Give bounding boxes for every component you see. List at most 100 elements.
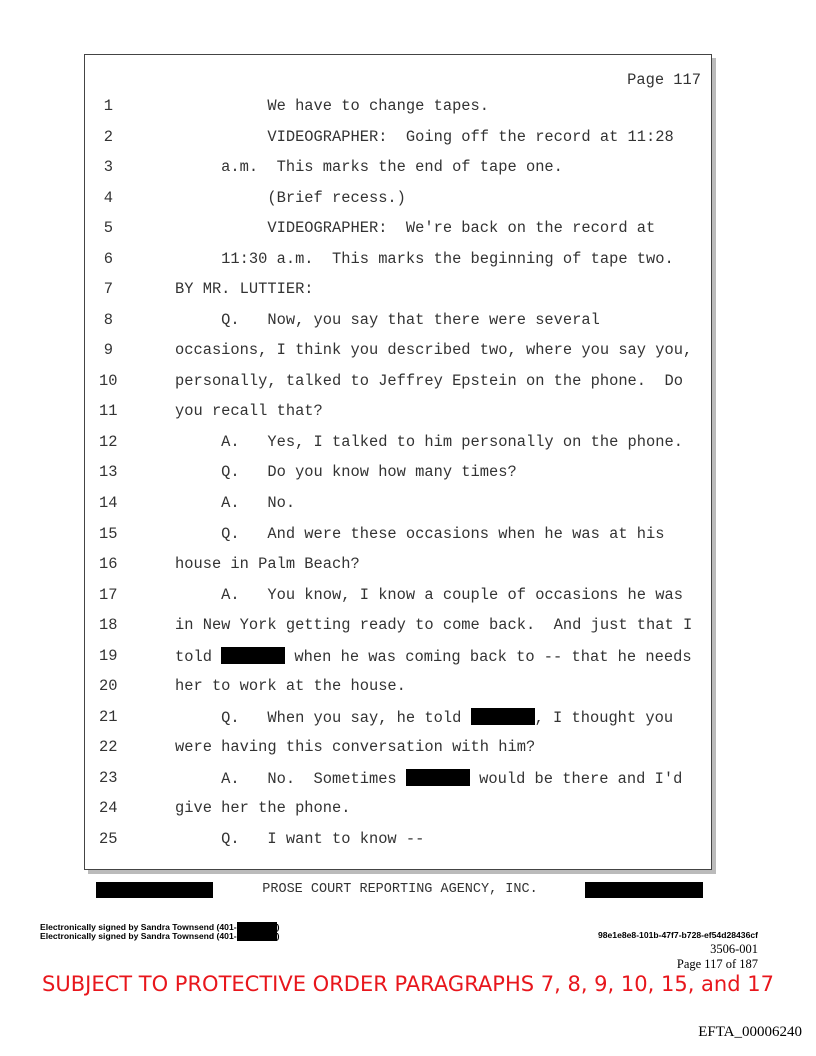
line-number: 18 <box>99 616 118 635</box>
text-segment: personally, talked to Jeffrey Epstein on… <box>175 371 683 390</box>
line-text: We have to change tapes. <box>175 97 489 115</box>
transcript-line: 18 in New York getting ready to come back… <box>85 616 765 636</box>
line-text: (Brief recess.) <box>175 189 406 207</box>
text-segment: A. No. <box>175 494 296 513</box>
line-text: you recall that? <box>175 402 323 420</box>
text-segment: BY MR. LUTTIER: <box>175 280 314 299</box>
text-segment: (Brief recess.) <box>175 188 406 207</box>
transcript-frame: Page 117 1 We have to change tapes.2 VID… <box>84 54 712 870</box>
transcript-line: 12 A. Yes, I talked to him personally on… <box>85 433 765 453</box>
line-number: 3 <box>103 158 113 177</box>
line-number: 12 <box>99 432 118 451</box>
line-number: 5 <box>103 219 113 238</box>
text-segment: A. You know, I know a couple of occasion… <box>175 585 683 604</box>
signature-close: ) <box>276 931 280 941</box>
line-text: in New York getting ready to come back. … <box>175 616 692 634</box>
transcript-line: 2 VIDEOGRAPHER: Going off the record at … <box>85 128 765 148</box>
text-segment: give her the phone. <box>175 799 351 818</box>
bates-number: EFTA_00006240 <box>698 1024 802 1040</box>
line-number: 8 <box>103 310 113 329</box>
transcript-line: 13 Q. Do you know how many times? <box>85 463 765 483</box>
line-number: 2 <box>103 127 113 146</box>
redaction-box <box>236 931 277 941</box>
signature-line: Electronically signed by Sandra Townsend… <box>40 922 279 932</box>
line-number: 13 <box>99 463 118 482</box>
transcript-line: 19 told when he was coming back to -- tha… <box>85 646 765 667</box>
line-text: Q. Do you know how many times? <box>175 463 517 481</box>
line-text: VIDEOGRAPHER: We're back on the record a… <box>175 219 655 237</box>
line-number: 1 <box>103 97 113 115</box>
line-number: 22 <box>99 738 118 757</box>
line-number: 19 <box>99 646 118 665</box>
text-segment: a.m. This marks the end of tape one. <box>175 158 563 177</box>
redaction-box <box>405 768 470 786</box>
line-number: 16 <box>99 555 118 574</box>
transcript-line: 9 occasions, I think you described two, w… <box>85 341 765 361</box>
line-number: 11 <box>99 402 118 421</box>
transcript-line: 5 VIDEOGRAPHER: We're back on the record… <box>85 219 765 239</box>
text-segment: Q. And were these occasions when he was … <box>175 524 665 543</box>
transcript-line: 1 We have to change tapes. <box>85 97 765 117</box>
line-number: 15 <box>99 524 118 543</box>
line-text: personally, talked to Jeffrey Epstein on… <box>175 372 683 390</box>
text-segment: We have to change tapes. <box>175 97 490 115</box>
transcript-line: 16 house in Palm Beach? <box>85 555 765 575</box>
redaction-box <box>96 882 213 898</box>
signature-text: Electronically signed by Sandra Townsend… <box>40 931 237 941</box>
transcript-line: 15 Q. And were these occasions when he w… <box>85 525 765 545</box>
line-number: 10 <box>99 371 118 390</box>
text-segment: her to work at the house. <box>175 677 406 696</box>
line-number: 21 <box>99 707 118 726</box>
signature-text: Electronically signed by Sandra Townsend… <box>40 922 237 932</box>
line-number: 14 <box>99 494 118 513</box>
transcript-line: 14 A. No. <box>85 494 765 514</box>
line-number: 23 <box>99 768 118 787</box>
agency-name: PROSE COURT REPORTING AGENCY, INC. <box>262 882 538 897</box>
transcript-line: 23 A. No. Sometimes would be there and I… <box>85 768 765 789</box>
line-text: her to work at the house. <box>175 677 406 695</box>
text-segment: Q. Now, you say that there were several <box>175 310 600 329</box>
transcript-line: 25 Q. I want to know -- <box>85 830 765 850</box>
signature-close: ) <box>276 922 280 932</box>
case-number: 3506-001 <box>710 942 758 956</box>
text-segment: occasions, I think you described two, wh… <box>175 341 693 360</box>
text-segment: would be there and I'd <box>469 769 683 788</box>
redaction-box <box>236 922 277 932</box>
line-text: A. No. Sometimes would be there and I'd <box>175 768 683 788</box>
line-number: 20 <box>99 677 118 696</box>
transcript-line: 20 her to work at the house. <box>85 677 765 697</box>
transcript-line: 8 Q. Now, you say that there were severa… <box>85 311 765 331</box>
line-number: 6 <box>103 249 113 268</box>
line-text: A. Yes, I talked to him personally on th… <box>175 433 683 451</box>
line-text: 11:30 a.m. This marks the beginning of t… <box>175 250 674 268</box>
text-segment: VIDEOGRAPHER: We're back on the record a… <box>175 219 656 238</box>
text-segment: , I thought you <box>534 708 674 727</box>
redaction-box <box>221 646 286 664</box>
line-text: Q. When you say, he told , I thought you <box>175 707 674 727</box>
text-segment: were having this conversation with him? <box>175 738 536 757</box>
text-segment: in New York getting ready to come back. … <box>175 616 693 635</box>
transcript-line: 10 personally, talked to Jeffrey Epstein … <box>85 372 765 392</box>
line-number: 4 <box>103 188 113 207</box>
transcript-line: 22 were having this conversation with him… <box>85 738 765 758</box>
line-text: house in Palm Beach? <box>175 555 360 573</box>
redaction-box <box>470 707 535 725</box>
text-segment: VIDEOGRAPHER: Going off the record at 11… <box>175 127 674 146</box>
line-text: VIDEOGRAPHER: Going off the record at 11… <box>175 127 674 146</box>
line-text: told when he was coming back to -- that … <box>175 646 692 666</box>
redaction-box <box>585 882 703 898</box>
line-text: A. You know, I know a couple of occasion… <box>175 586 683 604</box>
page-count: Page 117 of 187 <box>676 957 758 971</box>
transcript-line: 4 (Brief recess.) <box>85 189 765 209</box>
line-number: 25 <box>99 829 118 848</box>
line-text: Q. I want to know -- <box>175 830 424 848</box>
transcript-line: 11 you recall that? <box>85 402 765 422</box>
line-number: 7 <box>103 280 113 299</box>
text-segment: house in Palm Beach? <box>175 555 360 574</box>
transcript-line: 21 Q. When you say, he told , I thought … <box>85 707 765 728</box>
line-text: were having this conversation with him? <box>175 738 535 756</box>
line-number: 9 <box>103 341 113 360</box>
text-segment: Q. Do you know how many times? <box>175 463 517 482</box>
line-text: a.m. This marks the end of tape one. <box>175 158 563 176</box>
